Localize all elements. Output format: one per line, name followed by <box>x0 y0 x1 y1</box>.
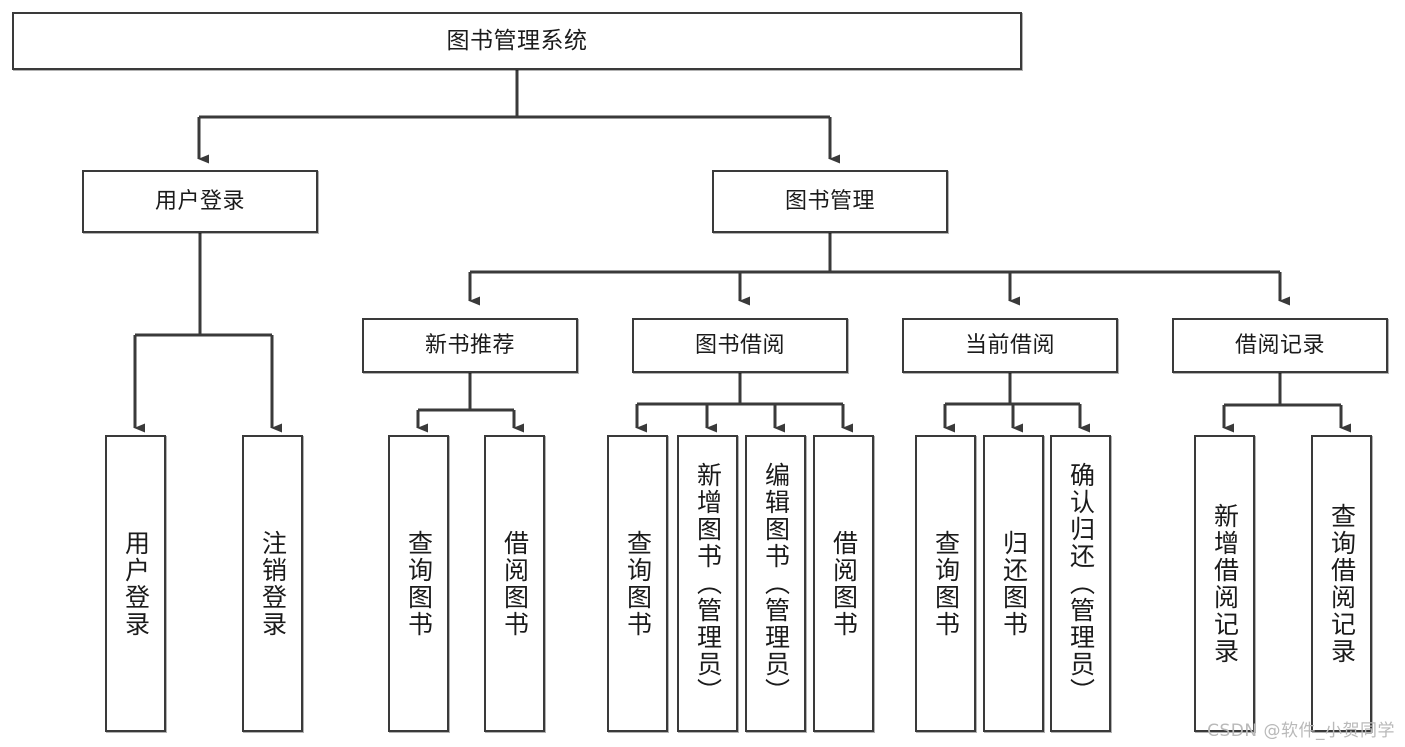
node-leaf-query-record[interactable]: 查询借阅记录 <box>1311 435 1372 732</box>
node-leaf-logout-label: 注销登录 <box>258 529 288 638</box>
node-leaf-borrow-book-1-label: 借阅图书 <box>500 529 530 638</box>
node-leaf-return-book-label: 归还图书 <box>999 529 1029 638</box>
node-leaf-borrow-book-1[interactable]: 借阅图书 <box>484 435 545 732</box>
node-leaf-query-book-1[interactable]: 查询图书 <box>388 435 449 732</box>
node-leaf-return-book[interactable]: 归还图书 <box>983 435 1044 732</box>
node-leaf-query-book-3[interactable]: 查询图书 <box>915 435 976 732</box>
node-book-borrow[interactable]: 图书借阅 <box>632 318 848 373</box>
node-leaf-add-record-label: 新增借阅记录 <box>1210 502 1240 665</box>
node-borrow-record-label: 借阅记录 <box>1234 332 1325 358</box>
node-current-borrow-label: 当前借阅 <box>964 332 1055 358</box>
node-leaf-borrow-book-2[interactable]: 借阅图书 <box>813 435 874 732</box>
node-leaf-user-login[interactable]: 用户登录 <box>105 435 166 732</box>
node-root-label: 图书管理系统 <box>446 27 588 54</box>
node-book-manage-label: 图书管理 <box>784 188 875 214</box>
node-leaf-query-book-2[interactable]: 查询图书 <box>607 435 668 732</box>
node-new-book-recommend-label: 新书推荐 <box>424 332 515 358</box>
node-book-manage[interactable]: 图书管理 <box>712 170 948 233</box>
node-leaf-add-book-label: 新增图书（管理员） <box>693 462 723 705</box>
csdn-watermark: CSDN @软件_小贺同学 <box>1207 721 1395 741</box>
node-leaf-confirm-return-label: 确认归还（管理员） <box>1066 462 1096 705</box>
node-leaf-confirm-return[interactable]: 确认归还（管理员） <box>1050 435 1111 732</box>
node-user-login[interactable]: 用户登录 <box>82 170 318 233</box>
node-leaf-query-book-3-label: 查询图书 <box>931 529 961 638</box>
node-book-borrow-label: 图书借阅 <box>694 332 785 358</box>
node-leaf-edit-book-label: 编辑图书（管理员） <box>761 462 791 705</box>
node-borrow-record[interactable]: 借阅记录 <box>1172 318 1388 373</box>
node-new-book-recommend[interactable]: 新书推荐 <box>362 318 578 373</box>
node-leaf-user-login-label: 用户登录 <box>121 529 151 638</box>
node-leaf-query-book-2-label: 查询图书 <box>623 529 653 638</box>
node-leaf-add-book[interactable]: 新增图书（管理员） <box>677 435 738 732</box>
node-leaf-borrow-book-2-label: 借阅图书 <box>829 529 859 638</box>
node-leaf-query-book-1-label: 查询图书 <box>404 529 434 638</box>
node-current-borrow[interactable]: 当前借阅 <box>902 318 1118 373</box>
node-leaf-query-record-label: 查询借阅记录 <box>1327 502 1357 665</box>
node-root[interactable]: 图书管理系统 <box>12 12 1022 70</box>
node-leaf-edit-book[interactable]: 编辑图书（管理员） <box>745 435 806 732</box>
node-user-login-label: 用户登录 <box>154 188 245 214</box>
node-leaf-add-record[interactable]: 新增借阅记录 <box>1194 435 1255 732</box>
node-leaf-logout[interactable]: 注销登录 <box>242 435 303 732</box>
